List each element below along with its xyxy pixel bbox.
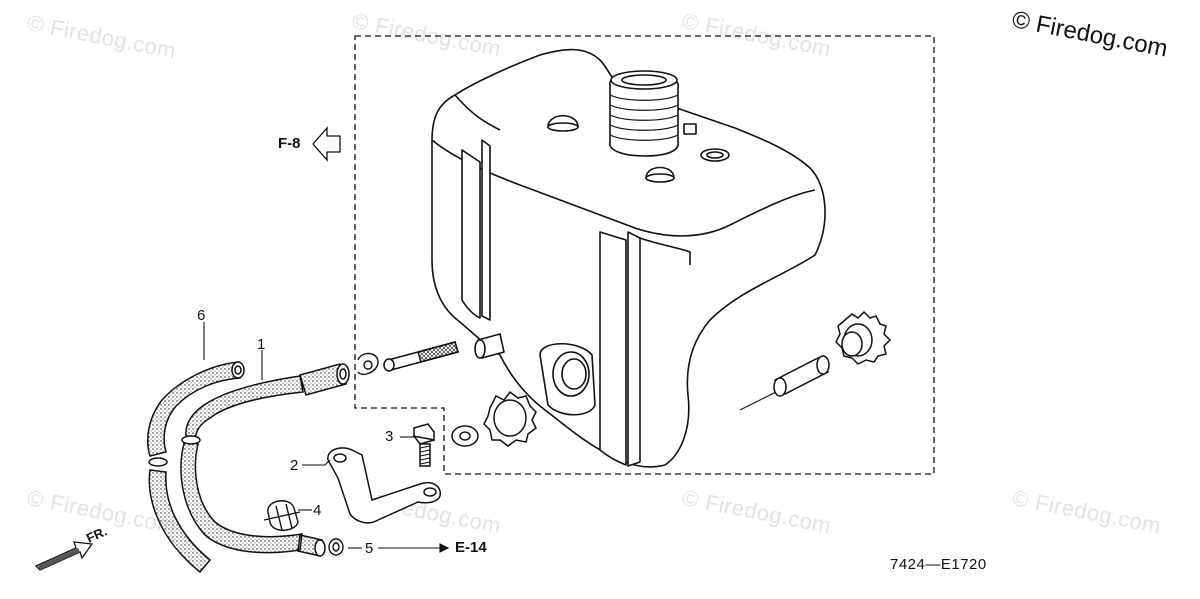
tube-clip-small xyxy=(328,538,344,556)
flange-bolt xyxy=(412,423,436,467)
fuel-tube-lower xyxy=(180,435,326,557)
callout-6: 6 xyxy=(197,307,206,324)
ref-f8-label: F-8 xyxy=(278,135,301,152)
ref-e14-label: E-14 xyxy=(455,539,487,556)
fuel-tank xyxy=(431,48,826,468)
front-direction-icon xyxy=(34,541,94,571)
callout-3: 3 xyxy=(385,428,394,445)
callout-4: 4 xyxy=(313,502,322,519)
callout-2: 2 xyxy=(290,457,299,474)
spacer xyxy=(773,355,830,397)
arrowhead-e14-icon xyxy=(439,543,450,553)
gauge-gear xyxy=(835,310,892,365)
callout-1: 1 xyxy=(257,336,266,353)
callout-5: 5 xyxy=(365,540,374,557)
ref-arrow-f8-icon xyxy=(312,126,341,162)
assembly-boundary xyxy=(354,35,935,475)
vent-tube xyxy=(147,361,245,574)
fuel-strainer xyxy=(383,341,459,372)
tank-bracket xyxy=(327,447,441,524)
tube-clamp xyxy=(263,500,301,531)
washer xyxy=(451,425,479,447)
leader-line-2 xyxy=(302,459,331,466)
gauge-grommet xyxy=(483,390,537,447)
tube-clip xyxy=(357,352,379,376)
diagram-code: 7424—E1720 xyxy=(890,556,987,573)
